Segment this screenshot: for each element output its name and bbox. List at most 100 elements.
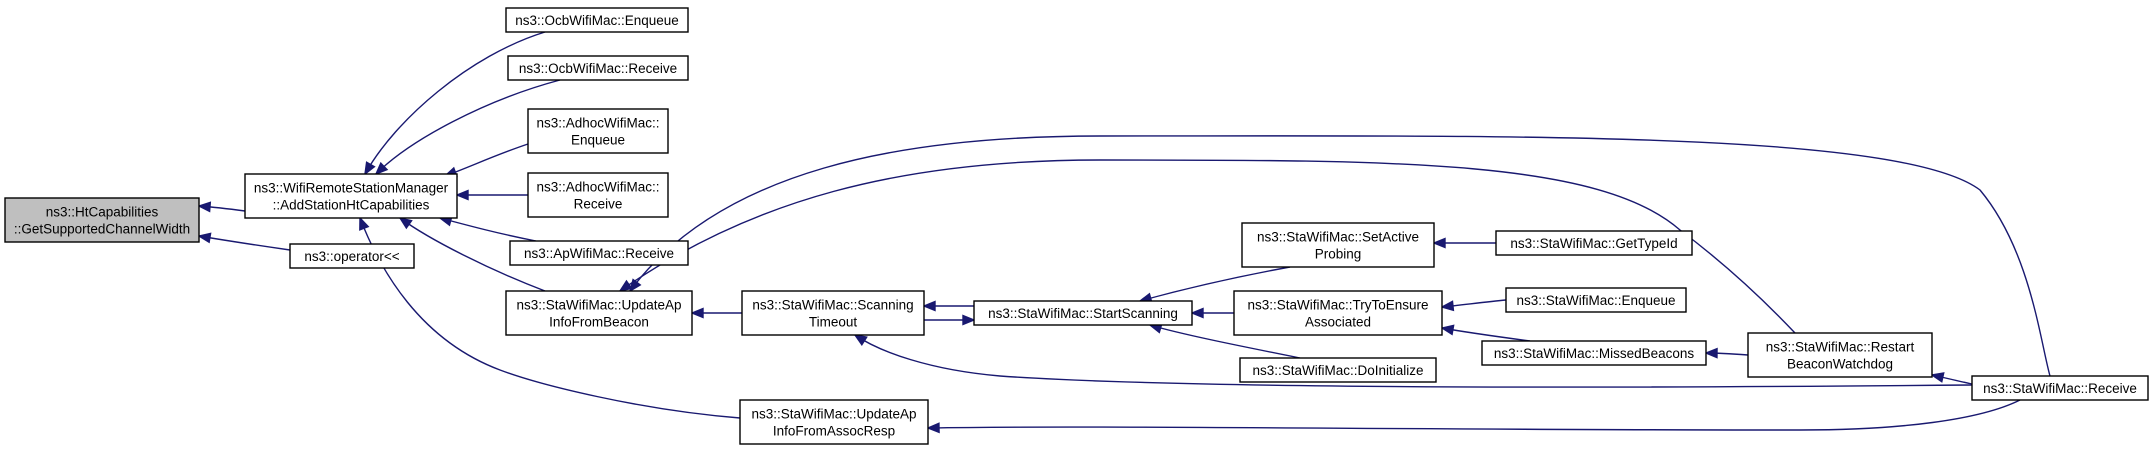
edge-line <box>399 217 546 292</box>
edge-wrsm-to-root <box>197 201 246 213</box>
arrow-head-icon <box>618 279 633 293</box>
node-label: ns3::WifiRemoteStationManager <box>254 181 449 196</box>
node-adhocRecv[interactable]: ns3::AdhocWifiMac::Receive <box>527 172 669 218</box>
node-ocbEnq[interactable]: ns3::OcbWifiMac::Enqueue <box>505 7 689 33</box>
edge-updBeacon-to-wrsm <box>398 216 546 292</box>
arrow-head-icon <box>398 216 413 230</box>
node-label: ns3::StaWifiMac::SetActive <box>1257 230 1419 245</box>
node-box <box>289 243 415 269</box>
node-box <box>1505 287 1687 313</box>
node-label: ns3::HtCapabilities <box>46 205 159 220</box>
edge-line <box>444 143 529 177</box>
arrow-head-icon <box>359 216 370 231</box>
edge-scanTimeout-to-startScan <box>923 314 976 326</box>
node-doInit[interactable]: ns3::StaWifiMac::DoInitialize <box>1239 357 1437 383</box>
node-label: ns3::OcbWifiMac::Receive <box>519 61 677 76</box>
node-box <box>1481 340 1707 366</box>
edge-staRecv-to-updAssoc <box>926 399 2021 434</box>
node-label: ns3::ApWifiMac::Receive <box>524 246 674 261</box>
node-getType[interactable]: ns3::StaWifiMac::GetTypeId <box>1495 230 1693 256</box>
edges-layer <box>197 31 2051 434</box>
node-box <box>509 240 689 266</box>
arrow-head-icon <box>690 307 704 319</box>
node-box <box>4 197 200 243</box>
node-label: InfoFromBeacon <box>549 315 649 330</box>
arrow-head-icon <box>926 422 940 434</box>
node-box <box>505 290 693 336</box>
arrow-head-icon <box>922 300 936 312</box>
node-oper[interactable]: ns3::operator<< <box>289 243 415 269</box>
edge-staEnq-to-tryEnsure <box>1440 299 1507 312</box>
node-label: ns3::StaWifiMac::Receive <box>1983 381 2137 396</box>
arrow-head-icon <box>1440 300 1455 312</box>
edge-updAssoc-to-wrsm <box>359 216 741 419</box>
node-box <box>244 173 458 219</box>
edge-startScan-to-scanTimeout <box>922 300 974 312</box>
edge-ocbEnq-to-wrsm <box>364 31 546 176</box>
arrow-head-icon <box>197 232 212 244</box>
node-label: ns3::StaWifiMac::DoInitialize <box>1252 363 1423 378</box>
node-box <box>1495 230 1693 256</box>
node-label: Associated <box>1305 315 1371 330</box>
edge-staRecv-to-updBeacon <box>628 135 2051 377</box>
node-updAssoc[interactable]: ns3::StaWifiMac::UpdateApInfoFromAssocRe… <box>739 399 929 445</box>
arrow-head-icon <box>364 161 376 176</box>
edge-restart-to-missed <box>1704 347 1749 359</box>
edge-line <box>854 334 1973 388</box>
edge-line <box>629 135 2051 377</box>
node-staRecv[interactable]: ns3::StaWifiMac::Receive <box>1971 375 2149 401</box>
node-box <box>527 172 669 218</box>
edge-missed-to-tryEnsure <box>1440 324 1531 342</box>
arrow-head-icon <box>455 189 469 201</box>
node-label: Enqueue <box>571 133 625 148</box>
node-label: Receive <box>574 197 623 212</box>
node-box <box>1747 332 1933 378</box>
node-staEnq[interactable]: ns3::StaWifiMac::Enqueue <box>1505 287 1687 313</box>
node-label: ns3::StaWifiMac::Scanning <box>752 298 913 313</box>
node-wrsm[interactable]: ns3::WifiRemoteStationManager::AddStatio… <box>244 173 458 219</box>
node-box <box>739 399 929 445</box>
node-root[interactable]: ns3::HtCapabilities::GetSupportedChannel… <box>4 197 200 243</box>
edge-staRecv-to-scanTimeout <box>853 334 1973 388</box>
arrow-head-icon <box>1190 307 1204 319</box>
arrow-head-icon <box>1440 324 1455 336</box>
edge-adhocRecv-to-wrsm <box>455 189 528 201</box>
edge-line <box>1441 327 1531 342</box>
node-box <box>741 290 925 336</box>
node-label: ns3::operator<< <box>304 249 399 264</box>
edge-ocbRecv-to-wrsm <box>374 79 561 176</box>
edge-adhocEnq-to-wrsm <box>443 143 529 178</box>
node-label: ns3::AdhocWifiMac:: <box>536 116 659 131</box>
node-missed[interactable]: ns3::StaWifiMac::MissedBeacons <box>1481 340 1707 366</box>
arrow-head-icon <box>853 334 868 346</box>
edge-line <box>439 217 537 242</box>
node-adhocEnq[interactable]: ns3::AdhocWifiMac::Enqueue <box>527 108 669 154</box>
edge-oper-to-root <box>197 232 291 251</box>
node-ocbRecv[interactable]: ns3::OcbWifiMac::Receive <box>507 55 689 81</box>
edge-getType-to-setActive <box>1432 237 1496 249</box>
node-apRecv[interactable]: ns3::ApWifiMac::Receive <box>509 240 689 266</box>
edge-line <box>1149 324 1301 359</box>
arrow-head-icon <box>962 314 976 326</box>
nodes-layer: ns3::HtCapabilities::GetSupportedChannel… <box>4 7 2149 445</box>
node-box <box>973 300 1193 326</box>
node-label: ns3::StaWifiMac::Restart <box>1766 340 1915 355</box>
node-box <box>1239 357 1437 383</box>
edge-line <box>619 159 1796 334</box>
node-startScan[interactable]: ns3::StaWifiMac::StartScanning <box>973 300 1193 326</box>
arrow-head-icon <box>374 161 389 176</box>
edge-staRecv-to-restart <box>1930 372 1973 385</box>
arrow-head-icon <box>1432 237 1446 249</box>
edge-line <box>1139 266 1291 302</box>
node-label: InfoFromAssocResp <box>773 424 895 439</box>
node-label: ns3::AdhocWifiMac:: <box>536 180 659 195</box>
node-label: ns3::StaWifiMac::TryToEnsure <box>1247 298 1428 313</box>
node-box <box>1971 375 2149 401</box>
edge-line <box>364 31 546 175</box>
